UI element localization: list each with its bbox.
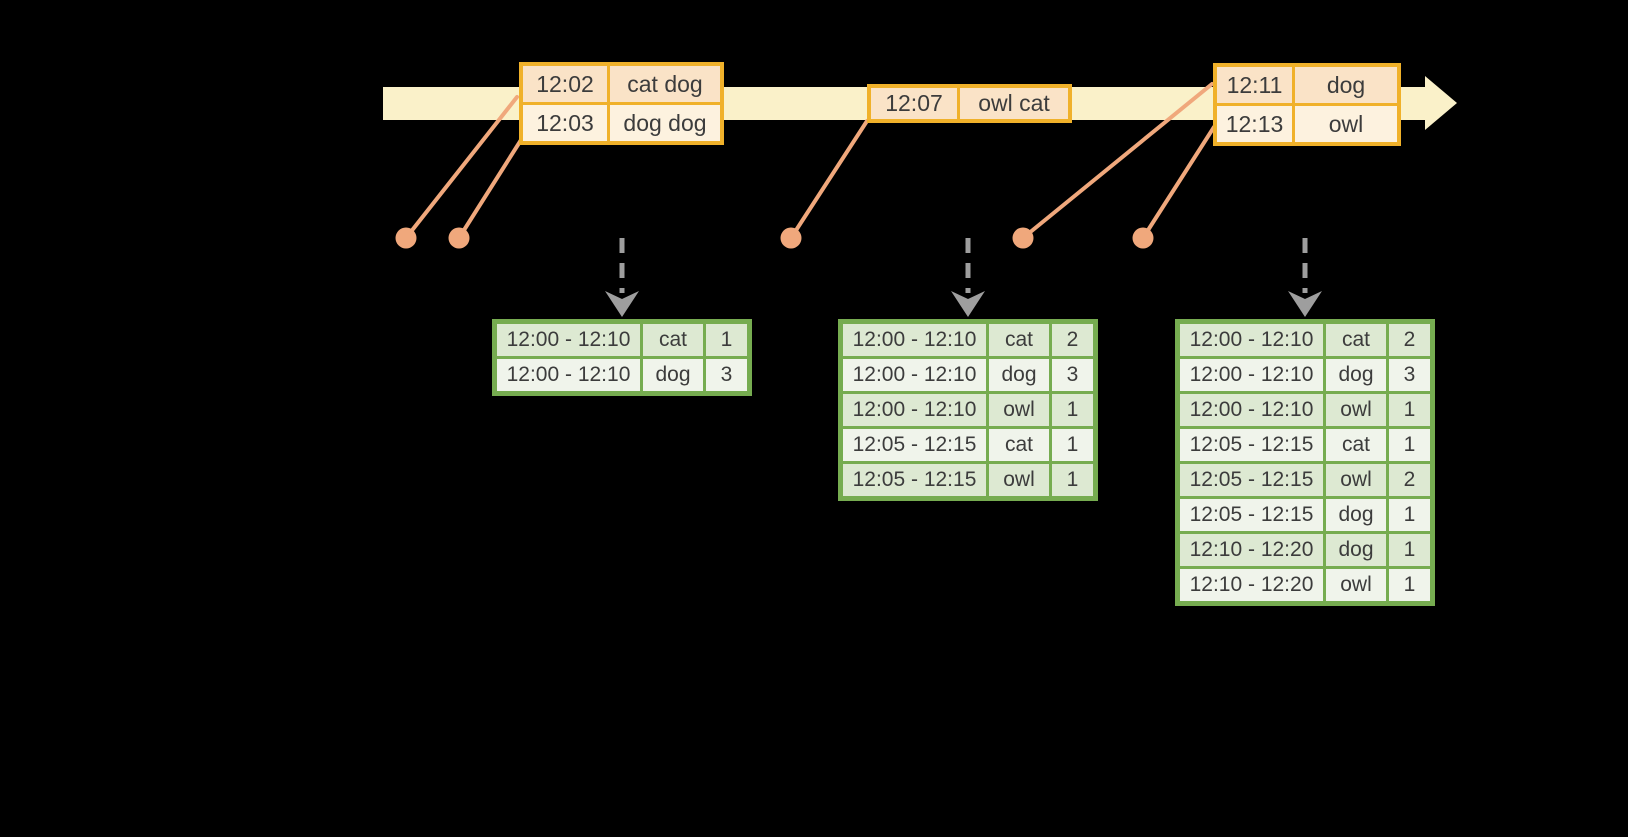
connector-line (404, 95, 519, 240)
event-dot (1132, 227, 1154, 249)
table-cell: 12:00 - 12:10 (843, 394, 986, 426)
table-cell: dog (1295, 67, 1397, 103)
table-cell: 3 (1389, 359, 1430, 391)
table-cell: dog (1326, 534, 1386, 566)
table-cell: dog (989, 359, 1049, 391)
table-cell: 12:05 - 12:15 (1180, 464, 1323, 496)
table-cell: owl (1326, 464, 1386, 496)
trigger-arrow (951, 238, 985, 317)
table-cell: 12:00 - 12:10 (1180, 359, 1323, 391)
table-cell: 1 (1389, 499, 1430, 531)
table-cell: dog (643, 359, 703, 391)
table-cell: 12:00 - 12:10 (843, 324, 986, 356)
connector-line (789, 119, 869, 240)
table-cell: 12:05 - 12:15 (843, 464, 986, 496)
table-cell: owl (989, 394, 1049, 426)
table-cell: owl cat (960, 88, 1068, 119)
table-cell: 1 (1052, 394, 1093, 426)
table-cell: 12:00 - 12:10 (497, 324, 640, 356)
table-cell: owl (1295, 106, 1397, 142)
table-cell: cat (989, 324, 1049, 356)
table-cell: 1 (1389, 429, 1430, 461)
table-cell: dog (1326, 359, 1386, 391)
table-cell: 2 (1052, 324, 1093, 356)
event-dot (448, 227, 470, 249)
table-cell: 2 (1389, 464, 1430, 496)
table-cell: 1 (1389, 569, 1430, 601)
table-cell: 12:05 - 12:15 (1180, 429, 1323, 461)
table-cell: cat (1326, 429, 1386, 461)
table-cell: 12:13 (1217, 106, 1292, 142)
table-cell: 1 (1389, 534, 1430, 566)
table-cell: 12:00 - 12:10 (1180, 324, 1323, 356)
table-cell: 3 (706, 359, 747, 391)
trigger-arrow (605, 238, 639, 317)
event-dot (780, 227, 802, 249)
table-cell: 12:05 - 12:15 (843, 429, 986, 461)
connector-line (1021, 82, 1214, 240)
table-cell: dog dog (610, 105, 720, 141)
table-cell: 1 (706, 324, 747, 356)
table-cell: 2 (1389, 324, 1430, 356)
table-cell: 1 (1052, 464, 1093, 496)
connector-line (1141, 125, 1216, 240)
table-cell: 12:02 (523, 66, 607, 102)
event-dot (395, 227, 417, 249)
table-cell: 12:10 - 12:20 (1180, 569, 1323, 601)
table-cell: 12:03 (523, 105, 607, 141)
table-cell: cat (643, 324, 703, 356)
table-cell: cat (1326, 324, 1386, 356)
table-cell: cat dog (610, 66, 720, 102)
trigger-arrow (1288, 238, 1322, 317)
table-cell: 12:00 - 12:10 (843, 359, 986, 391)
table-cell: cat (989, 429, 1049, 461)
table-cell: 12:10 - 12:20 (1180, 534, 1323, 566)
table-cell: 1 (1052, 429, 1093, 461)
event-dot (1012, 227, 1034, 249)
table-cell: 12:05 - 12:15 (1180, 499, 1323, 531)
table-cell: 12:07 (871, 88, 957, 119)
table-cell: 12:00 - 12:10 (497, 359, 640, 391)
table-cell: 3 (1052, 359, 1093, 391)
table-cell: 1 (1389, 394, 1430, 426)
table-cell: owl (989, 464, 1049, 496)
connector-line (457, 138, 523, 240)
table-cell: owl (1326, 569, 1386, 601)
table-cell: 12:00 - 12:10 (1180, 394, 1323, 426)
timeline-arrowhead (1425, 76, 1457, 130)
table-cell: 12:11 (1217, 67, 1292, 103)
table-cell: owl (1326, 394, 1386, 426)
table-cell: dog (1326, 499, 1386, 531)
